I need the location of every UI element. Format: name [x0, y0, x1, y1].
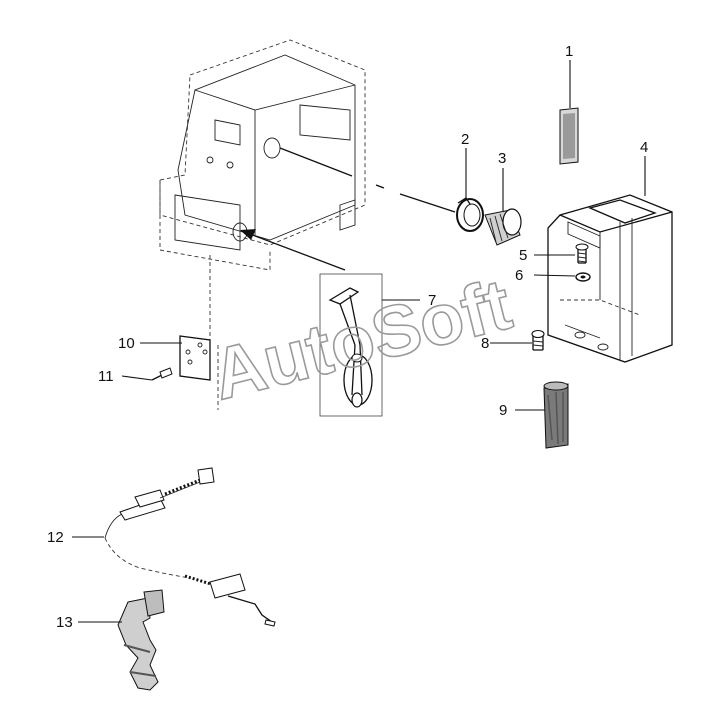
callout-1: 1	[565, 43, 573, 60]
callout-labels: 1 2 3 4 5 6 7 8 9 10 11 12 13	[47, 43, 648, 631]
part-11-pin	[151, 367, 173, 381]
callout-3: 3	[498, 150, 506, 167]
part-6-washer	[575, 272, 591, 282]
callout-4: 4	[640, 139, 648, 156]
part-4-cover	[547, 194, 673, 363]
callout-6: 6	[515, 267, 523, 284]
callout-11: 11	[98, 368, 114, 385]
leader-lines	[72, 60, 646, 623]
part-7-lever-assembly	[319, 273, 383, 417]
part-5-screw	[575, 243, 589, 264]
part-10-bracket	[179, 335, 211, 381]
callout-10: 10	[118, 335, 135, 352]
part-3-sleeve	[484, 208, 522, 246]
callout-13: 13	[56, 614, 73, 631]
callout-8: 8	[481, 335, 489, 352]
part-2-clamp	[456, 197, 484, 232]
part-9-foam-tube	[543, 381, 569, 449]
insert-arrow	[240, 229, 346, 271]
part-1-strip	[559, 107, 579, 165]
axis-line-port-to-clamp	[279, 147, 353, 177]
callout-5: 5	[519, 247, 527, 264]
callout-2: 2	[461, 131, 469, 148]
callout-7: 7	[428, 292, 436, 309]
callout-12: 12	[47, 529, 64, 546]
main-housing	[159, 39, 366, 271]
part-13-strap	[117, 589, 165, 691]
part-12-cable	[104, 467, 276, 627]
part-8-bolt	[531, 329, 545, 351]
callout-9: 9	[499, 402, 507, 419]
